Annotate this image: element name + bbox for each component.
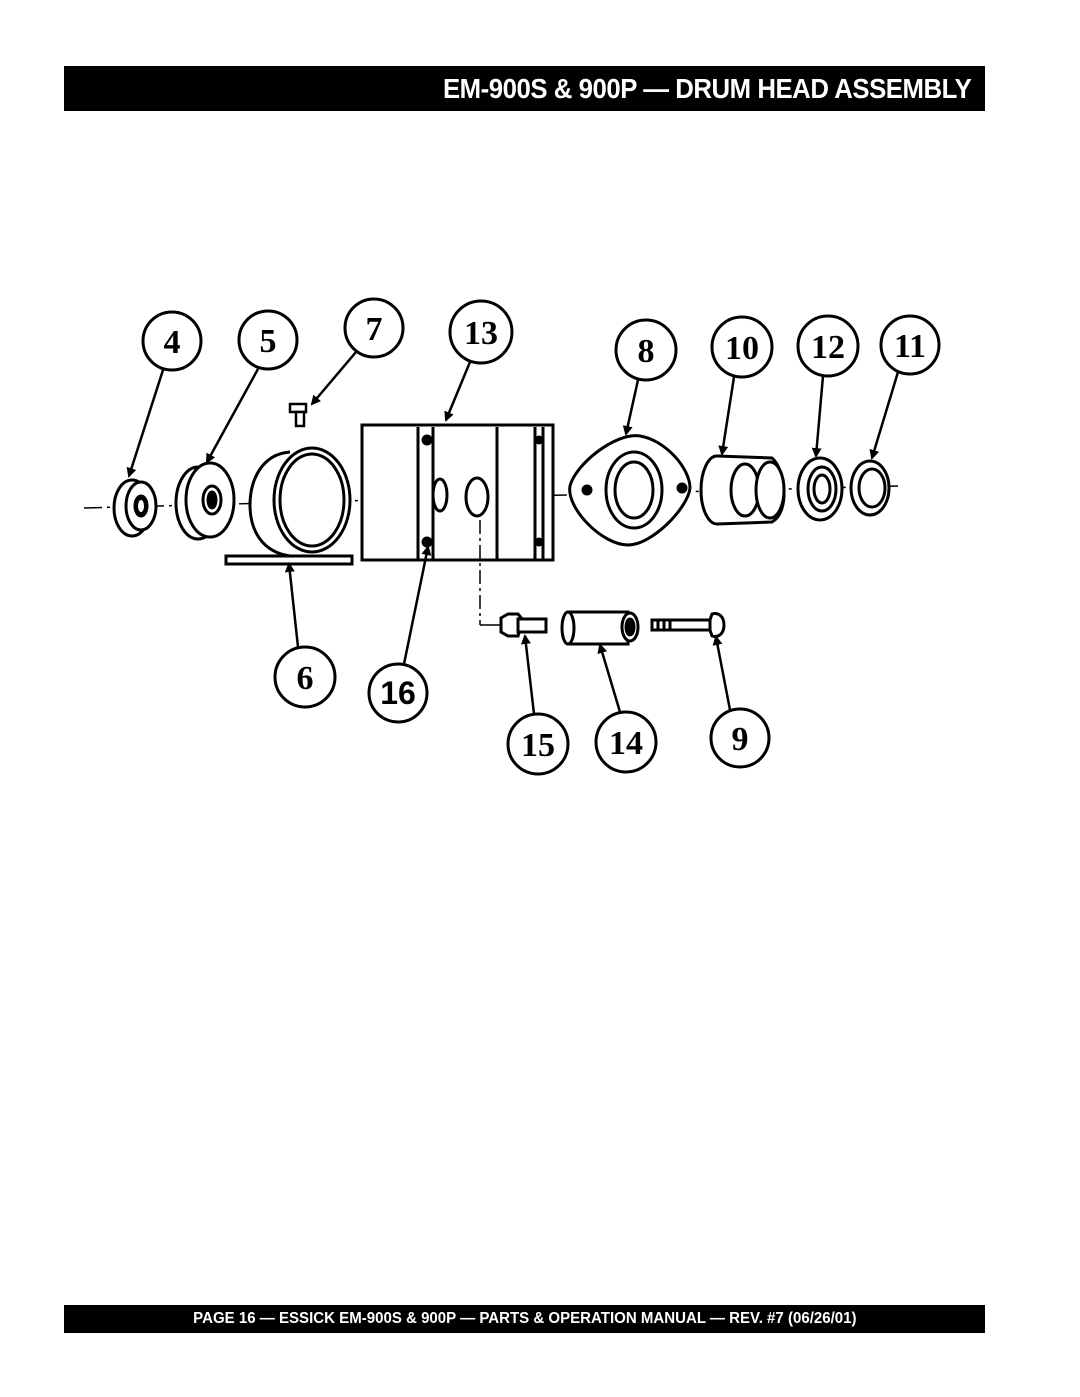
leader-16 [402, 545, 432, 665]
leader-4 [126, 369, 165, 478]
leader-7 [310, 351, 357, 406]
page-footer: PAGE 16 — ESSICK EM-900S & 900P — PARTS … [192, 1310, 857, 1327]
leader-12 [811, 375, 825, 458]
callout-14: 14 [594, 710, 658, 774]
leader-6 [284, 562, 300, 648]
callout-5-label: 5 [260, 323, 277, 360]
part-9-bolt [650, 612, 726, 638]
callout-6: 6 [273, 645, 337, 709]
callout-15: 15 [506, 712, 570, 776]
callout-11-label: 11 [894, 328, 926, 365]
leader-11 [869, 371, 900, 460]
callout-12-label: 12 [811, 329, 845, 366]
part-10-sleeve [699, 454, 786, 526]
callout-16: 16 [367, 662, 429, 724]
leader-8 [622, 379, 640, 436]
part-8-flange [568, 434, 692, 547]
part-7-grease-fitting [288, 402, 308, 428]
callout-6-label: 6 [297, 660, 314, 697]
part-15-nut [499, 612, 548, 638]
part-14-bushing [560, 610, 640, 646]
part-6-drum-housing [224, 446, 354, 566]
leader-14 [597, 643, 622, 713]
callout-11: 11 [879, 314, 941, 376]
leader-10 [718, 376, 736, 456]
callout-8-label: 8 [638, 333, 655, 370]
leader-arrows [126, 351, 900, 715]
callout-16-label: 16 [380, 675, 416, 711]
callout-13: 13 [448, 299, 514, 365]
part-13-mounting-block [360, 423, 555, 562]
callout-5: 5 [237, 309, 299, 371]
callout-15-label: 15 [521, 727, 555, 764]
callout-7: 7 [343, 297, 405, 359]
leader-13 [444, 361, 472, 422]
callout-9-label: 9 [732, 721, 749, 758]
page-title: EM-900S & 900P — DRUM HEAD ASSEMBLY [442, 72, 972, 104]
leader-9 [712, 635, 732, 711]
callout-4: 4 [141, 310, 203, 372]
page-title-bar: EM-900S & 900P — DRUM HEAD ASSEMBLY [64, 66, 985, 111]
callout-9: 9 [709, 707, 771, 769]
callout-7-label: 7 [366, 311, 383, 348]
callout-10-label: 10 [725, 330, 759, 367]
callout-4-label: 4 [164, 324, 181, 361]
leader-15 [520, 634, 536, 715]
callout-12: 12 [796, 314, 860, 378]
callout-8: 8 [614, 318, 678, 382]
page-footer-bar: PAGE 16 — ESSICK EM-900S & 900P — PARTS … [64, 1305, 985, 1333]
callout-14-label: 14 [609, 725, 643, 762]
bolt-axis [479, 520, 503, 626]
callout-10: 10 [710, 315, 774, 379]
part-11-ring [849, 459, 891, 517]
part-5-bearing-ring [174, 461, 236, 541]
part-4-bearing [112, 478, 158, 538]
part-12-ring [796, 456, 844, 522]
leader-5 [205, 368, 260, 464]
callout-13-label: 13 [464, 315, 498, 352]
